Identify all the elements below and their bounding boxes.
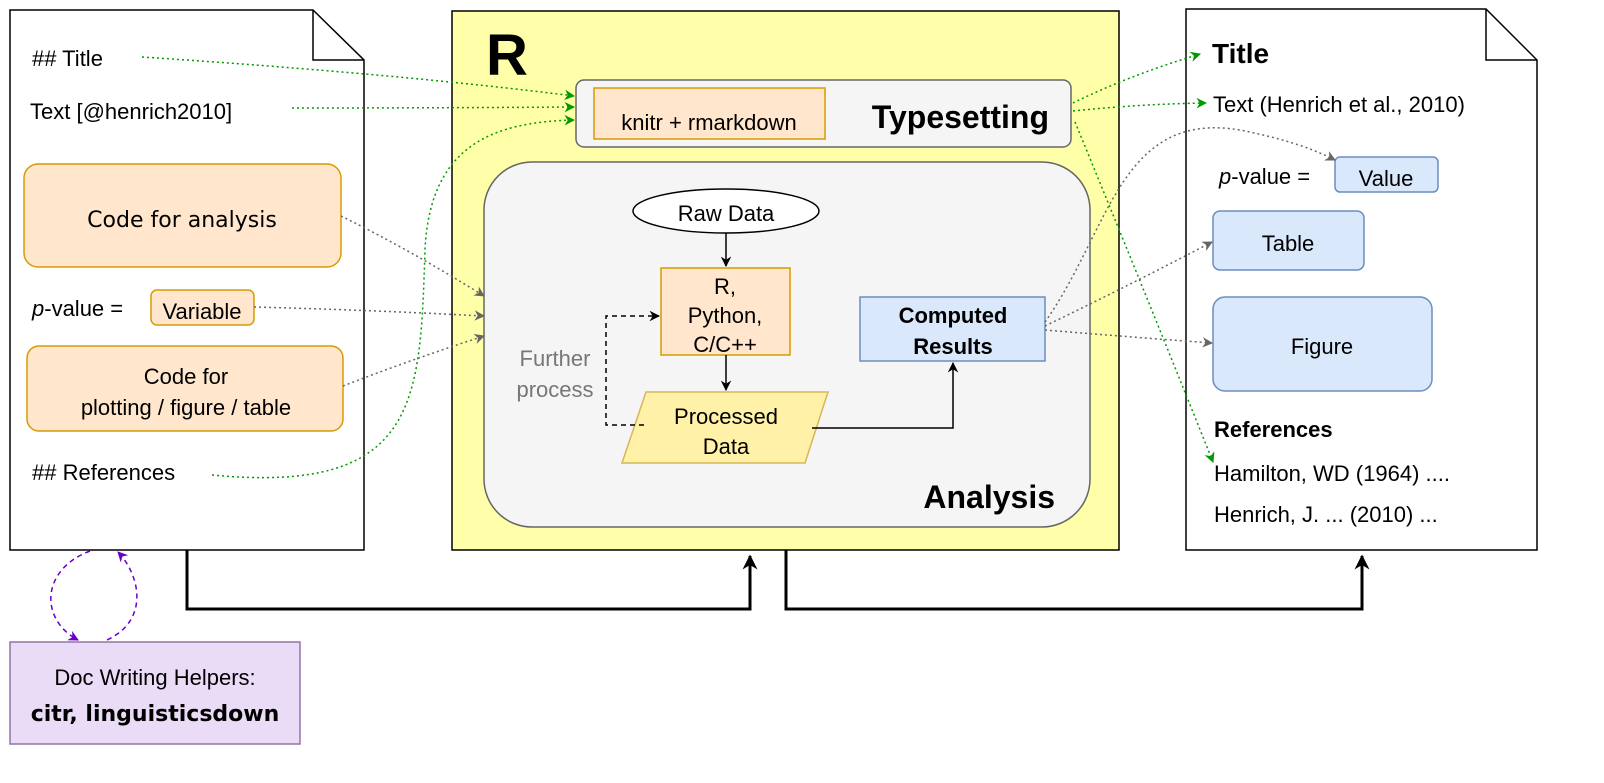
processed-data-line2: Data bbox=[703, 434, 750, 459]
arrow-references-to-typesetting bbox=[211, 115, 576, 479]
output-page-fold bbox=[1485, 9, 1537, 61]
knitr-label: knitr + rmarkdown bbox=[621, 110, 796, 135]
analysis-label: Analysis bbox=[923, 479, 1055, 515]
languages-line2: Python, bbox=[688, 303, 763, 328]
typesetting-label: Typesetting bbox=[872, 99, 1049, 135]
further-process-line1: Further bbox=[520, 346, 591, 371]
helpers-line2: citr, linguisticsdown bbox=[31, 702, 280, 727]
processed-data-line1: Processed bbox=[674, 404, 778, 429]
output-title: Title bbox=[1212, 38, 1269, 69]
r-engine-panel: R knitr + rmarkdown Typesetting Analysis… bbox=[451, 10, 1120, 551]
knitr-box bbox=[593, 87, 826, 140]
languages-line3: C/C++ bbox=[693, 332, 757, 357]
arrow-typesetting-to-references bbox=[1074, 121, 1215, 463]
code-for-analysis-label: Code for analysis bbox=[87, 208, 277, 233]
output-references-heading: References bbox=[1214, 417, 1333, 442]
arrow-helpers-to-source bbox=[106, 551, 138, 641]
source-page-fold bbox=[312, 10, 364, 61]
raw-data-label: Raw Data bbox=[678, 201, 775, 226]
computed-results-line1: Computed bbox=[899, 303, 1008, 328]
r-logo: R bbox=[486, 23, 528, 88]
reference-1: Hamilton, WD (1964) .... bbox=[1214, 461, 1450, 486]
helpers-line1: Doc Writing Helpers: bbox=[54, 665, 255, 690]
languages-box bbox=[660, 267, 791, 356]
arrow-computed-to-value bbox=[1044, 127, 1336, 323]
source-pvalue-label: p-value = bbox=[31, 296, 123, 321]
arrow-source-to-helpers bbox=[50, 550, 91, 641]
helpers-box bbox=[9, 641, 301, 745]
table-label: Table bbox=[1262, 231, 1315, 256]
source-title-line: ## Title bbox=[32, 46, 103, 71]
output-document: Title Text (Henrich et al., 2010) p-valu… bbox=[1185, 8, 1538, 551]
arrow-variable-to-analysis bbox=[253, 306, 486, 321]
arrow-typesetting-to-text bbox=[1072, 97, 1208, 112]
computed-results-box bbox=[859, 296, 1046, 362]
arrow-further-process-loop bbox=[605, 310, 661, 426]
arrow-source-to-r bbox=[185, 550, 758, 611]
computed-results-line2: Results bbox=[913, 334, 992, 359]
code-for-analysis-box bbox=[23, 163, 342, 268]
arrow-processed-to-computed bbox=[812, 361, 959, 429]
output-text-line: Text (Henrich et al., 2010) bbox=[1213, 92, 1465, 117]
further-process-line2: process bbox=[516, 377, 593, 402]
arrow-typesetting-to-title bbox=[1072, 51, 1202, 104]
value-label: Value bbox=[1359, 166, 1414, 191]
source-text-line: Text [@henrich2010] bbox=[30, 99, 232, 124]
processed-data-node bbox=[620, 391, 830, 464]
source-references-line: ## References bbox=[32, 460, 175, 485]
value-box bbox=[1334, 156, 1439, 193]
figure-label: Figure bbox=[1291, 334, 1353, 359]
source-document: ## Title Text [@henrich2010] Code for an… bbox=[9, 9, 365, 551]
arrow-text-to-typesetting bbox=[291, 101, 576, 113]
code-for-plotting-box bbox=[26, 345, 344, 432]
doc-writing-helpers: Doc Writing Helpers: citr, linguisticsdo… bbox=[9, 641, 301, 745]
output-pvalue-label: p-value = bbox=[1218, 164, 1310, 189]
table-box bbox=[1212, 210, 1365, 271]
arrow-code-plotting-to-analysis bbox=[342, 333, 485, 387]
output-document-page bbox=[1185, 8, 1538, 551]
arrow-r-to-output bbox=[784, 550, 1370, 611]
reference-2: Henrich, J. ... (2010) ... bbox=[1214, 502, 1438, 527]
code-for-plotting-line2: plotting / figure / table bbox=[81, 395, 291, 420]
languages-line1: R, bbox=[714, 274, 736, 299]
code-for-plotting-line1: Code for bbox=[144, 364, 228, 389]
variable-label: Variable bbox=[162, 299, 241, 324]
